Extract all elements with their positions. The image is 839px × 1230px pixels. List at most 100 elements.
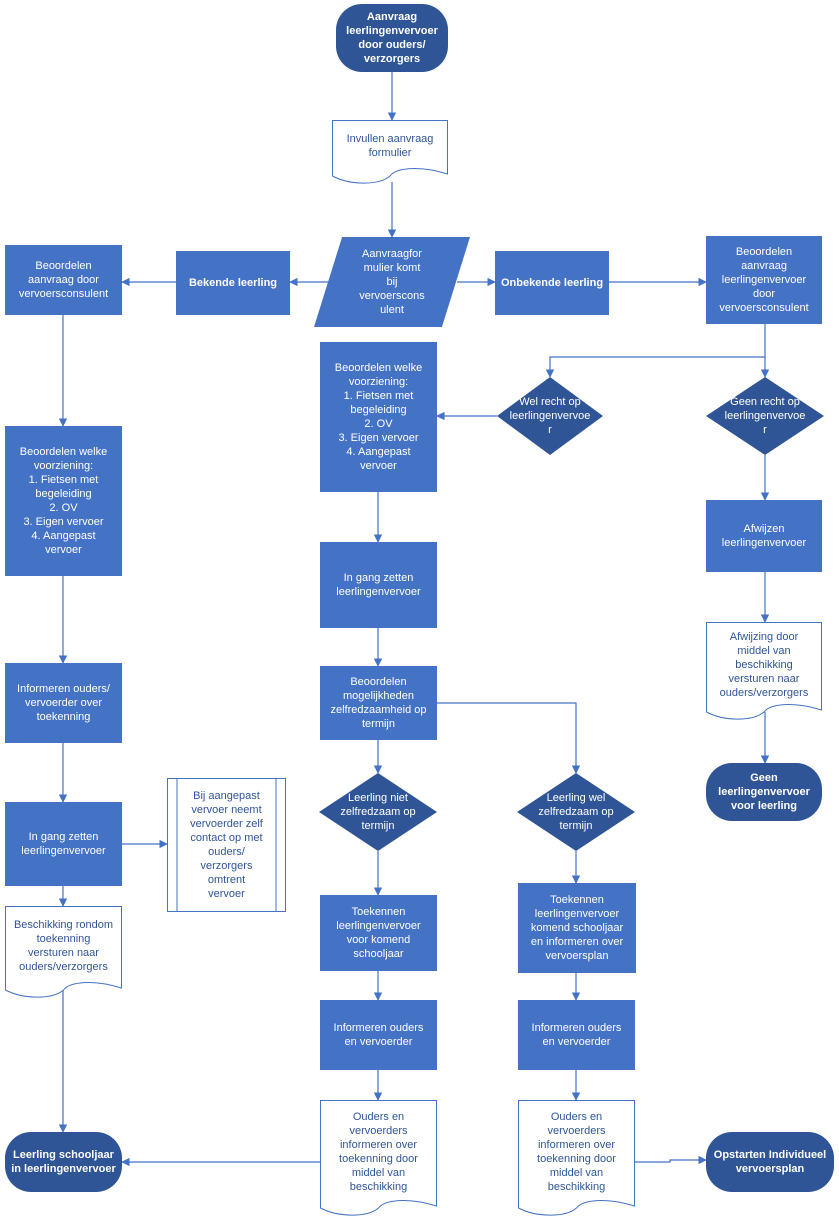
node-label: Informeren ouders en vervoerder — [330, 1021, 428, 1049]
node-label-line: toekenning — [36, 932, 91, 945]
node-label-line: 2. OV — [364, 418, 393, 430]
node-label-line: door — [752, 288, 776, 301]
node-label-line: leerlingenvervoer — [21, 845, 106, 857]
node-label-line: informeren over — [537, 1138, 616, 1151]
node-label-line: Beoordelen — [35, 259, 92, 272]
node-label-line: en informeren over — [530, 936, 624, 949]
node-label-line: Informeren ouders — [531, 1021, 622, 1034]
node-label-line: leerlingenvervoer — [718, 785, 810, 798]
start-transport-left-box: In gang zetten leerlingenvervoer — [5, 802, 122, 886]
node-label-line: 3. Eigen vervoer — [23, 516, 104, 529]
node-label-line: omtrent — [207, 874, 246, 887]
decision-shape — [319, 773, 437, 851]
connector-assess-self-to-self — [437, 702, 581, 774]
node-label-line: Beoordelen — [735, 245, 793, 258]
decision-shape — [706, 377, 824, 455]
node-label-line: In gang zetten — [343, 571, 414, 584]
node-label-line: mulier komt — [363, 261, 421, 274]
node-label-line: door ouders/ — [358, 39, 426, 51]
node-label-line: middel van — [351, 1167, 406, 1180]
node-label-line: ulent — [380, 304, 404, 317]
unknown-student-box: Onbekende leerling — [495, 251, 609, 315]
doc-shape — [320, 1100, 437, 1216]
node-label-line: zelfredzaamheid op — [330, 704, 427, 716]
node-label-line: informeren over — [339, 1138, 418, 1151]
node-label-line: In gang zetten — [28, 830, 99, 843]
node-label-line: en vervoerder — [344, 1036, 413, 1048]
node-label-line: vervoersconsulent — [18, 288, 109, 301]
node-label-line: ouders/verzorgers — [19, 961, 108, 974]
node-label-line: leerlingenvervoer — [534, 907, 620, 920]
node-label-line: Beoordelen welke — [19, 445, 108, 458]
node-label-line: verzorgers — [363, 53, 421, 66]
node-label-line: r — [763, 424, 767, 437]
node-label-line: en vervoerder — [542, 1036, 611, 1048]
node-label-line: vervoer — [208, 888, 245, 901]
node-label-line: Beoordelen — [350, 675, 407, 688]
node-label-line: leerlingenvervoer — [336, 586, 421, 598]
node-label-line: Geen — [750, 771, 778, 784]
node-label-line: Beschikking rondom — [13, 918, 114, 931]
node-label-line: Wel recht op — [519, 395, 581, 408]
node-label-line: toekenning — [36, 711, 91, 724]
node-label-line: Afwijzing door — [729, 630, 799, 643]
node-label-line: vervoerscons — [359, 290, 425, 303]
node-label-line: voor komend — [346, 934, 411, 946]
node-label-line: leerlingenvervoer — [346, 24, 438, 37]
node-label-line: Toekennen — [351, 905, 406, 918]
node-label-line: voorziening: — [33, 459, 94, 472]
node-label-line: versturen naar — [728, 673, 800, 686]
node-label-line: leerlingenvervoer — [721, 273, 807, 286]
node-label-line: vervoerders — [547, 1124, 606, 1137]
node-label-line: 1. Fietsen met — [28, 473, 99, 486]
node-label-line: termijn — [361, 718, 395, 731]
node-label-line: bij — [386, 275, 398, 288]
node-label-line: Leerling wel — [546, 791, 606, 804]
node-label-line: vervoersplan — [545, 950, 609, 963]
doc-shape — [5, 906, 122, 998]
node-label-line: Opstarten Individueel — [713, 1148, 827, 1161]
connectors — [58, 72, 770, 1167]
node-label-line: Informeren ouders — [333, 1021, 424, 1034]
node-label-line: voorziening: — [348, 375, 409, 388]
inform-parents-mid-box: Informeren ouders en vervoerder — [320, 1000, 437, 1070]
node-label-line: vervoer — [45, 544, 82, 557]
node-label-line: in leerlingenvervoer — [11, 1163, 116, 1175]
node-label-line: begeleiding — [35, 487, 92, 500]
connector-notify-right-to-plan — [635, 1155, 707, 1165]
node-label-line: Onbekende leerling — [500, 276, 604, 289]
node-label-line: termijn — [361, 820, 395, 833]
node-label-line: Aanvraag — [366, 10, 418, 23]
node-label-line: schooljaar — [353, 948, 404, 961]
node-label-line: vervoer — [360, 460, 397, 473]
node-label-line: Ouders en — [352, 1110, 405, 1123]
node-label: Bekende leerling — [185, 276, 281, 290]
node-label-line: 2. OV — [49, 502, 78, 514]
node-label-line: middel van — [549, 1167, 604, 1180]
